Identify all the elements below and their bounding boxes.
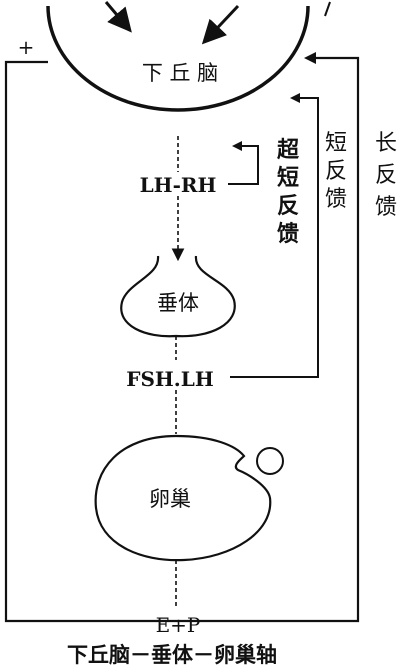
long-feedback-arrowhead — [304, 52, 316, 64]
input-arrow-right — [201, 4, 240, 45]
long-char-3: 馈 — [375, 195, 397, 220]
hypothalamus-label: 下 丘 脑 — [142, 61, 218, 85]
ultra-short-char-3: 反 — [277, 193, 299, 219]
short-char-3: 馈 — [325, 187, 347, 212]
short-char-2: 反 — [325, 159, 347, 184]
ultra-short-char-1: 超 — [277, 137, 300, 163]
input-tick-mark — [324, 1, 331, 17]
diagram-caption: 下丘脑－垂体－卵巢轴 — [67, 642, 277, 667]
input-arrow-left — [104, 1, 132, 33]
hormone-lhrh-label: LH-RH — [140, 173, 217, 197]
short-feedback-label: 短 反 馈 — [325, 131, 347, 212]
pituitary-shape — [120, 255, 236, 338]
follicle-shape — [256, 447, 284, 475]
pituitary-label: 垂体 — [157, 291, 199, 315]
hypothalamus-shape — [46, 5, 310, 112]
hormone-ep-label: E+P — [156, 613, 201, 637]
ultra-short-feedback-bracket — [228, 145, 259, 185]
ultra-short-char-4: 馈 — [277, 221, 299, 247]
ultra-short-char-2: 短 — [277, 165, 299, 191]
ovary-shape — [94, 434, 272, 562]
long-feedback-loop — [4, 56, 360, 623]
ultra-short-feedback-arrowhead — [232, 141, 242, 151]
hormone-fshlh-label: FSH.LH — [126, 367, 213, 391]
long-char-1: 长 — [375, 131, 397, 156]
ovary-label: 卵巢 — [149, 487, 191, 511]
ultra-short-feedback-label: 超 短 反 馈 — [277, 137, 300, 247]
long-char-2: 反 — [375, 163, 397, 188]
short-feedback-arrowhead — [290, 93, 300, 103]
short-char-1: 短 — [325, 131, 347, 156]
short-feedback-bracket — [230, 97, 319, 378]
long-feedback-label: 长 反 馈 — [375, 131, 397, 220]
plus-sign: + — [18, 35, 35, 59]
